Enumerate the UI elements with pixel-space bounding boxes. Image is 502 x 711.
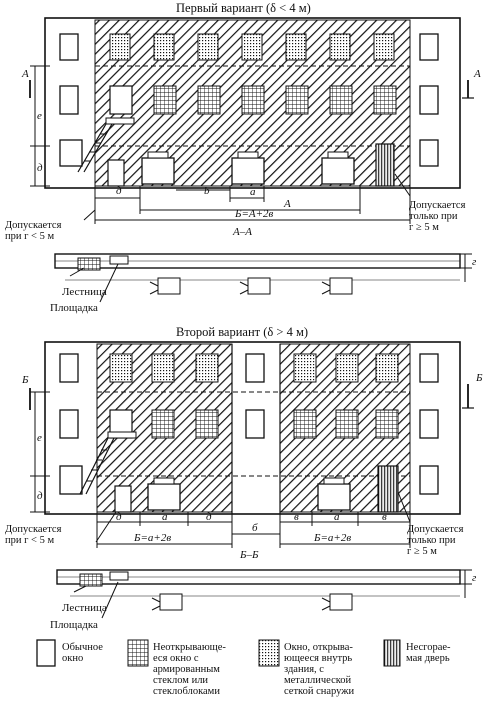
variant1-middle-windows — [59, 85, 439, 115]
variant2-dim-e: е — [37, 432, 42, 444]
variant1-dimensions — [83, 173, 411, 224]
variant2-dim-total-left: Б=а+2в — [134, 532, 172, 544]
variant2-dim-a-right: а — [334, 511, 340, 523]
variant1-staircase — [77, 117, 135, 173]
variant1-elevation — [29, 17, 474, 189]
legend-swatch-ordinary-window — [36, 639, 56, 667]
legend-swatch-opening-window — [258, 639, 280, 667]
legend-swatch-fixed-window — [127, 639, 149, 667]
variant2-dim-d: д — [37, 490, 43, 502]
legend-fire-door: Несгорае- мая дверь — [406, 642, 451, 664]
variant1-dim-total: Б=А+2в — [235, 208, 274, 220]
variant2-allowed-right: Допускается только при г ≥ 5 м — [407, 524, 464, 557]
variant1-dim-A: А — [284, 198, 291, 210]
legend-swatches — [36, 639, 401, 667]
legend-fixed-window: Неоткрывающе- еся окно с армированным ст… — [153, 642, 226, 697]
variant1-dim-d: д — [37, 162, 43, 174]
variant1-transformers — [141, 151, 355, 185]
variant2-dim-total-right: Б=а+2в — [314, 532, 352, 544]
variant2-plan — [56, 569, 472, 619]
variant2-dim-b: б — [252, 522, 258, 534]
variant1-allowed-left: Допускается при г < 5 м — [5, 220, 62, 242]
variant2-dim-d-right: д — [206, 511, 212, 523]
variant2-dim-d-left: д — [116, 511, 122, 523]
variant2-top-windows — [59, 353, 439, 383]
variant2-dim-a-left: а — [162, 511, 168, 523]
variant1-stair-label: Лестница — [62, 286, 107, 298]
variant1-top-windows — [59, 33, 439, 61]
variant1-dim-d-plan: д — [116, 185, 122, 197]
variant1-plan — [54, 253, 472, 303]
variant2-middle-windows — [59, 409, 439, 439]
variant2-allowed-left: Допускается при г < 5 м — [5, 524, 62, 546]
legend-swatch-fire-door — [383, 639, 401, 667]
variant2-stair-label: Лестница — [62, 602, 107, 614]
variant1-title: Первый вариант (δ < 4 м) — [176, 1, 311, 15]
variant2-title: Второй вариант (δ > 4 м) — [176, 325, 309, 339]
variant1-section-mark-left: А — [22, 68, 29, 80]
variant1-platform-label: Площадка — [50, 302, 98, 314]
variant1-allowed-right: Допускается только при г ≥ 5 м — [409, 200, 466, 233]
variant2-dim-v-right: в — [382, 511, 387, 523]
variant2-dimensions — [95, 491, 411, 548]
variant1-dim-e: е — [37, 110, 42, 122]
variant2-transformers — [147, 477, 351, 511]
legend-opening-window: Окно, открыва- ющееся внутрь здания, с м… — [284, 642, 355, 697]
variant2-section-mark-left: Б — [22, 374, 29, 386]
variant1-section-mark-right: А — [474, 68, 481, 80]
variant2-elevation — [29, 341, 474, 515]
variant1-dim-a: а — [250, 186, 256, 198]
legend-ordinary-window: Обычное окно — [62, 642, 103, 664]
variant2-section-mark-right: Б — [476, 372, 483, 384]
variant2-platform-label: Площадка — [50, 619, 98, 631]
variant2-dim-r: г — [472, 572, 477, 584]
variant2-dim-v-left: в — [294, 511, 299, 523]
variant1-dim-r: г — [472, 256, 477, 268]
variant1-dim-b: b — [204, 185, 210, 197]
variant2-section-label: Б–Б — [240, 549, 259, 561]
variant2-staircase — [79, 431, 137, 495]
variant1-section-label: А–А — [233, 226, 252, 238]
